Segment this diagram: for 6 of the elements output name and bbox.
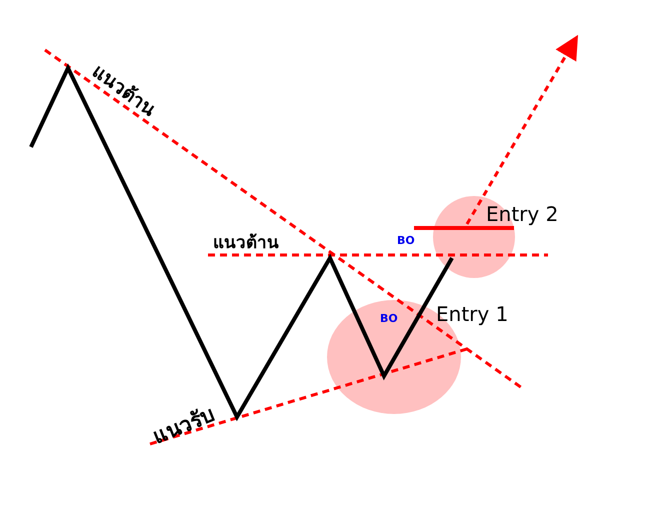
resistance-label: แนวต้าน bbox=[213, 235, 279, 252]
entry-label: Entry 1 bbox=[436, 304, 508, 324]
breakout-label: BO bbox=[397, 235, 415, 246]
breakout-label: BO bbox=[380, 313, 398, 324]
support-label: แนวรับ bbox=[150, 404, 218, 448]
entry-label: Entry 2 bbox=[486, 204, 558, 224]
